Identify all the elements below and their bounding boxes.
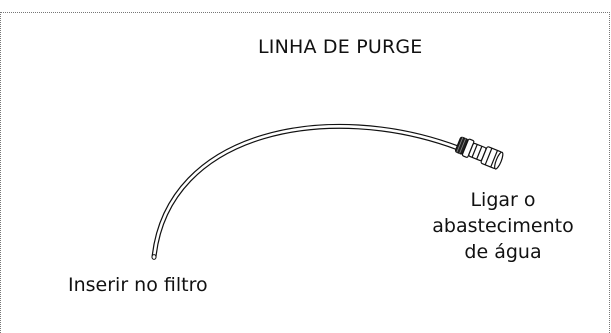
- purge-tube: [151, 123, 461, 260]
- insert-in-filter-label: Inserir no filtro: [68, 274, 208, 296]
- supply-label-line-3: de água: [464, 241, 542, 263]
- dotted-frame: [0, 12, 610, 333]
- connect-water-supply-label: Ligar o abastecimento de água: [408, 187, 598, 265]
- diagram-title: LINHA DE PURGE: [258, 36, 423, 58]
- quick-connect-fitting: [454, 136, 504, 170]
- supply-label-line-1: Ligar o: [470, 189, 536, 211]
- tube-open-end: [151, 254, 157, 260]
- supply-label-line-2: abastecimento: [432, 215, 574, 237]
